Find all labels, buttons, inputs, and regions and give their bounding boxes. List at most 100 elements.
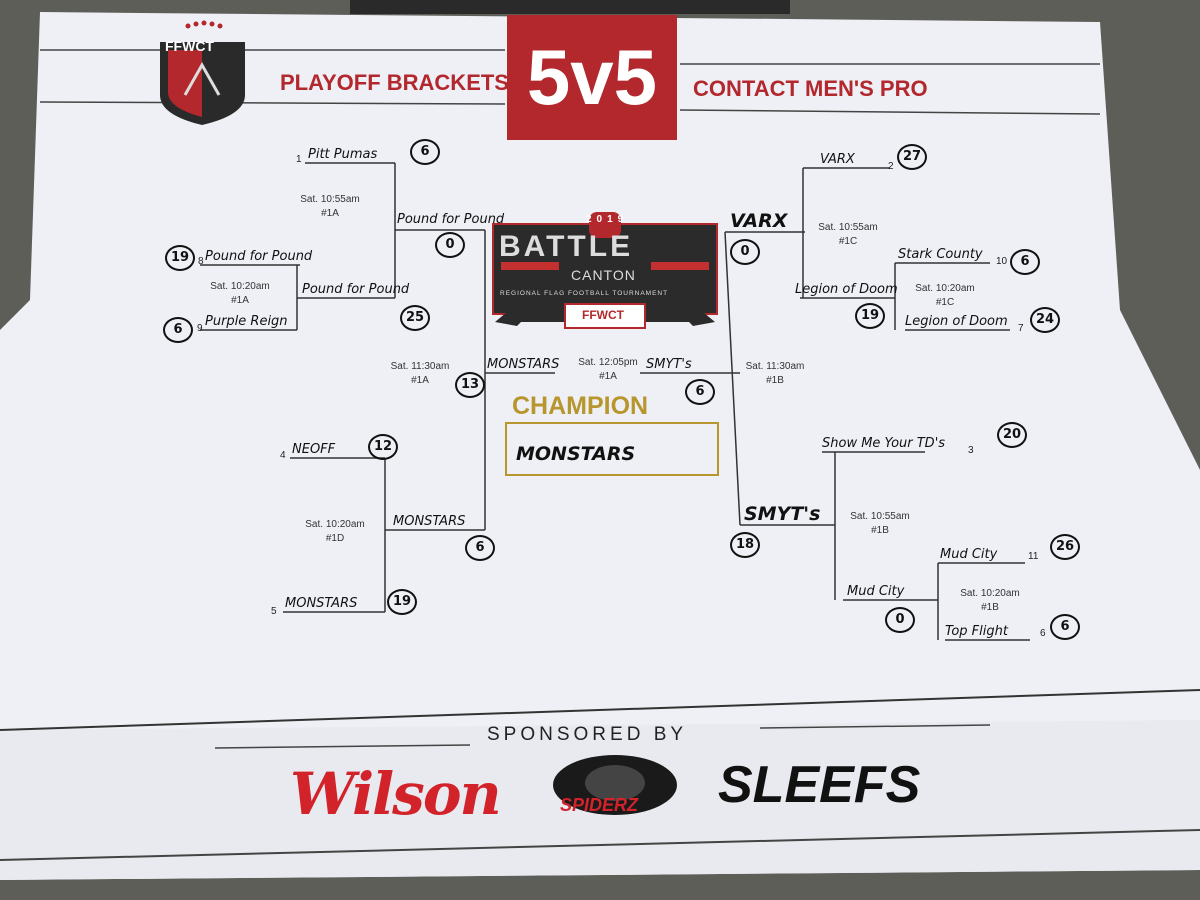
- game-field: #1B: [871, 525, 889, 536]
- team-score: 13: [455, 372, 485, 398]
- team-seed: 7: [1018, 322, 1024, 334]
- champion-box: [505, 422, 719, 476]
- team-name: MONSTARS: [393, 514, 466, 529]
- game-time: Sat. 10:20am: [305, 519, 365, 530]
- team-seed: 4: [280, 449, 286, 461]
- game-info: Sat. 12:05pm #1A: [578, 356, 637, 384]
- team-name: Pound for Pound: [397, 212, 505, 227]
- ffwct-logo-text: FFWCT: [165, 38, 214, 54]
- team-seed: 10: [996, 255, 1008, 267]
- team-score: 6: [1010, 249, 1040, 275]
- page-title: PLAYOFF BRACKETS: [280, 70, 509, 95]
- event-subtitle: REGIONAL FLAG FOOTBALL TOURNAMENT: [500, 290, 669, 297]
- champion-label: CHAMPION: [512, 392, 649, 420]
- sponsor-wilson: Wilson: [290, 760, 502, 828]
- event-name: BATTLE: [499, 230, 634, 263]
- team-name: Mud City: [940, 547, 998, 562]
- team-score: 0: [435, 232, 465, 258]
- game-info: Sat. 11:30am #1A: [391, 360, 450, 388]
- game-info: Sat. 10:55am #1A: [300, 193, 359, 221]
- team-score: 0: [730, 239, 760, 265]
- game-field: #1D: [325, 533, 345, 544]
- team-name: Pound for Pound: [205, 249, 313, 264]
- team-name: SMYT's: [744, 503, 821, 525]
- team-score: 6: [1050, 614, 1080, 640]
- team-name: Purple Reign: [205, 314, 288, 329]
- team-seed: 9: [197, 322, 203, 334]
- team-name: Mud City: [847, 584, 905, 599]
- team-score: 19: [165, 245, 195, 271]
- champion-team: MONSTARS: [516, 443, 636, 465]
- sponsor-sleefs: SLEEFS: [718, 756, 921, 814]
- team-name: Legion of Doom: [795, 282, 898, 297]
- team-seed: 8: [198, 255, 204, 267]
- event-location: CANTON: [571, 267, 636, 283]
- team-seed: 2: [888, 160, 894, 172]
- sponsored-by-label: SPONSORED BY: [487, 724, 688, 745]
- team-name: NEOFF: [292, 442, 336, 457]
- game-time: Sat. 11:30am: [745, 361, 805, 372]
- game-field: #1A: [599, 371, 617, 382]
- game-time: Sat. 10:20am: [960, 588, 1020, 599]
- game-field: #1C: [838, 236, 858, 247]
- team-name: Stark County: [898, 247, 983, 262]
- game-time: Sat. 12:05pm: [578, 357, 638, 368]
- team-seed: 1: [296, 153, 302, 165]
- game-info: Sat. 10:20am #1A: [210, 280, 269, 308]
- game-time: Sat. 10:55am: [818, 222, 878, 233]
- game-time: Sat. 10:20am: [915, 283, 975, 294]
- team-name: Legion of Doom: [905, 314, 1008, 329]
- ffwct-logo: [160, 20, 245, 125]
- game-time: Sat. 11:30am: [390, 361, 450, 372]
- team-name: Pitt Pumas: [308, 147, 378, 162]
- team-score: 0: [885, 607, 915, 633]
- team-seed: 11: [1028, 550, 1039, 562]
- team-score: 26: [1050, 534, 1080, 560]
- sponsor-spiderz: SPIDERZ: [560, 795, 639, 815]
- game-info: Sat. 10:20am #1D: [305, 518, 364, 546]
- team-seed: 3: [968, 444, 974, 456]
- division-title: CONTACT MEN'S PRO: [693, 76, 928, 101]
- team-name: Top Flight: [945, 624, 1008, 639]
- game-time: Sat. 10:55am: [300, 194, 360, 205]
- event-org: FFWCT: [582, 308, 624, 322]
- team-score: 25: [400, 305, 430, 331]
- team-score: 19: [855, 303, 885, 329]
- team-name: VARX: [820, 152, 855, 167]
- game-field: #1A: [411, 375, 429, 386]
- game-info: Sat. 10:55am #1C: [818, 221, 877, 249]
- game-field: #1B: [981, 602, 999, 613]
- team-name: SMYT's: [646, 357, 692, 372]
- game-field: #1A: [231, 295, 249, 306]
- team-score: 27: [897, 144, 927, 170]
- team-score: 20: [997, 422, 1027, 448]
- game-info: Sat. 10:55am #1B: [850, 510, 909, 538]
- team-name: VARX: [730, 210, 788, 232]
- event-year: 2019: [586, 214, 629, 225]
- team-score: 19: [387, 589, 417, 615]
- team-score: 12: [368, 434, 398, 460]
- spiderz-logo: [553, 755, 677, 815]
- game-field: #1C: [935, 297, 955, 308]
- team-seed: 5: [271, 605, 277, 617]
- team-name: Pound for Pound: [302, 282, 410, 297]
- game-time: Sat. 10:20am: [210, 281, 270, 292]
- format-badge: 5v5: [507, 15, 677, 140]
- team-seed: 6: [1040, 627, 1046, 639]
- game-info: Sat. 10:20am #1C: [915, 282, 974, 310]
- team-name: MONSTARS: [285, 596, 358, 611]
- game-info: Sat. 10:20am #1B: [960, 587, 1019, 615]
- team-name: MONSTARS: [487, 357, 560, 372]
- game-field: #1A: [321, 208, 339, 219]
- game-time: Sat. 10:55am: [850, 511, 910, 522]
- team-score: 6: [163, 317, 193, 343]
- game-field: #1B: [766, 375, 784, 386]
- team-score: 6: [410, 139, 440, 165]
- team-score: 24: [1030, 307, 1060, 333]
- team-score: 6: [685, 379, 715, 405]
- team-name: Show Me Your TD's: [822, 436, 946, 451]
- team-score: 6: [465, 535, 495, 561]
- bracket-line: [724, 231, 741, 526]
